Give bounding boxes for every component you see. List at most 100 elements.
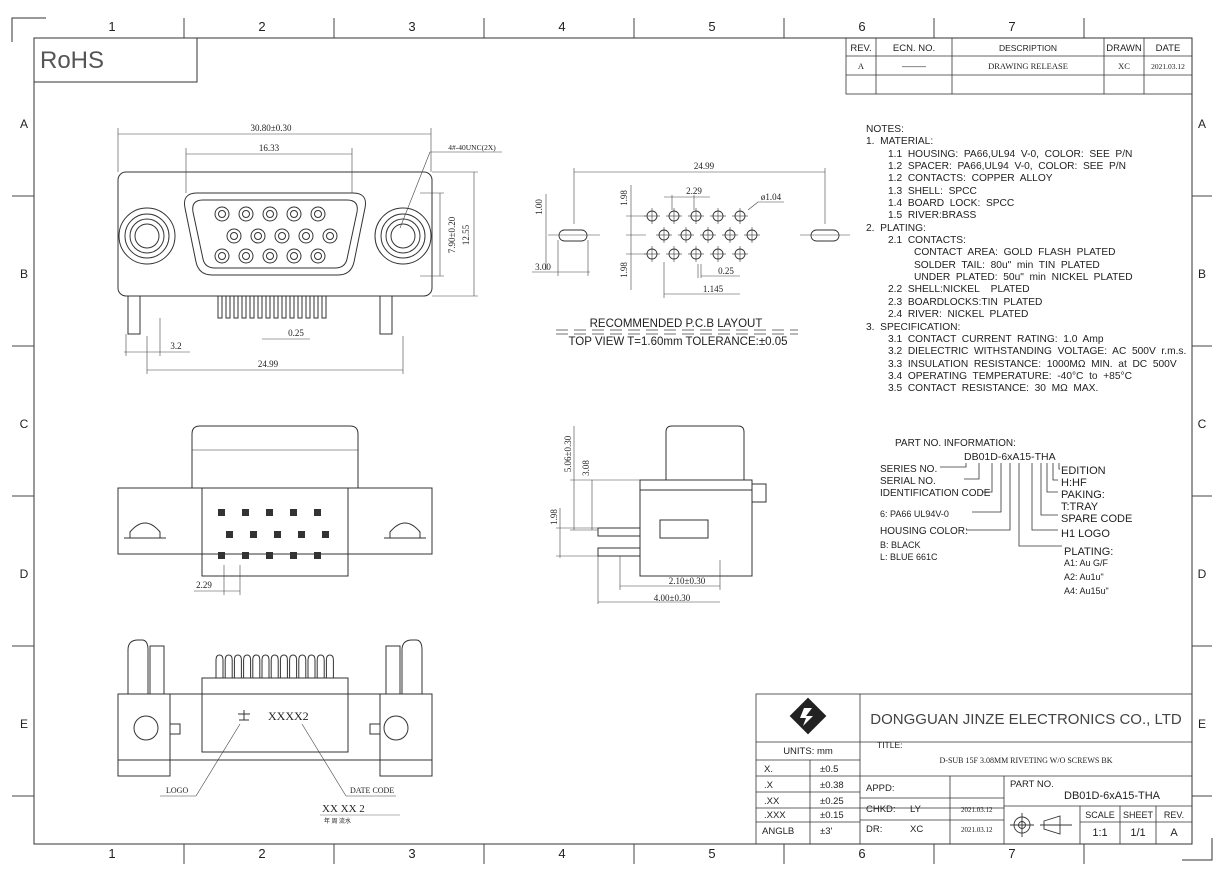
solder-tail bbox=[281, 295, 287, 319]
border-col-label: 7 bbox=[1008, 19, 1015, 34]
dim-total-height: 12.55 bbox=[461, 224, 471, 245]
border-row-label: B bbox=[20, 267, 28, 281]
pcb-pin: 0.25 bbox=[718, 266, 734, 276]
solder-tail bbox=[217, 295, 223, 319]
part-color-blue: L: BLUE 661C bbox=[880, 552, 938, 562]
border-ticks bbox=[12, 18, 1212, 864]
note-line: 3.2 DIELECTRIC WITHSTANDING VOLTAGE: AC … bbox=[888, 346, 1187, 358]
description-value: DRAWING RELEASE bbox=[988, 61, 1068, 71]
title-label: TITLE: bbox=[877, 740, 903, 750]
note-line: 1.2 CONTACTS: COPPER ALLOY bbox=[888, 173, 1053, 185]
pcb-layout-view bbox=[558, 208, 840, 262]
rohs-box: RoHS bbox=[33, 37, 198, 83]
solder-tail bbox=[316, 654, 325, 678]
contact-hole bbox=[262, 248, 278, 264]
bottom-view-logo-icon bbox=[238, 710, 250, 721]
revision-table bbox=[845, 37, 1193, 95]
contact-hole bbox=[238, 206, 254, 222]
pcb-layout-caption: RECOMMENDED P.C.B LAYOUT TOP VIEW T=1.60… bbox=[556, 318, 798, 348]
face-contact bbox=[290, 509, 297, 516]
date-code-format: XX XX 2 bbox=[322, 803, 365, 815]
projection-symbol-icon bbox=[1010, 813, 1072, 837]
solder-tail bbox=[265, 295, 271, 319]
face-contact bbox=[218, 509, 225, 516]
pcb-hole: ø1.04 bbox=[761, 192, 782, 202]
border-col-label: 1 bbox=[108, 846, 115, 861]
note-line: SOLDER TAIL: 80u" min TIN PLATED bbox=[914, 259, 1100, 271]
contact-hole-inner bbox=[266, 210, 274, 218]
pcb-row1: 1.98 bbox=[619, 190, 629, 206]
tol-2-value: ±0.25 bbox=[820, 796, 844, 807]
company-logo bbox=[789, 697, 827, 735]
contact-hole bbox=[298, 228, 314, 244]
front-view-dims bbox=[117, 128, 502, 374]
solder-tail bbox=[307, 654, 316, 678]
sheet-border bbox=[11, 17, 1213, 861]
side-depth-2: 4.00±0.30 bbox=[654, 593, 691, 603]
part-serial: SERIAL NO. bbox=[880, 476, 936, 487]
dim-thread: 4#-40UNC(2X) bbox=[448, 143, 496, 152]
pcb-slot-length: 3.00 bbox=[535, 262, 551, 272]
note-line: 3.3 INSULATION RESISTANCE: 1000MΩ MIN. a… bbox=[888, 358, 1177, 370]
contact-hole-inner bbox=[326, 232, 334, 240]
contact-hole-inner bbox=[218, 252, 226, 260]
contact-hole-inner bbox=[314, 252, 322, 260]
part-tray: T:TRAY bbox=[1061, 501, 1099, 513]
note-line: 2.1 CONTACTS: bbox=[888, 235, 966, 247]
sheet-value: 1/1 bbox=[1130, 827, 1145, 839]
solder-tail bbox=[289, 654, 298, 678]
ecn-header: ECN. NO. bbox=[893, 43, 935, 54]
revision-table-text: REV. ECN. NO. DESCRIPTION DRAWN DATE A —… bbox=[850, 43, 1185, 71]
chkd-by: LY bbox=[910, 804, 922, 815]
border-col-label: 3 bbox=[408, 846, 415, 861]
contact-hole bbox=[310, 248, 326, 264]
face-contact bbox=[242, 552, 249, 559]
contact-hole-inner bbox=[266, 252, 274, 260]
solder-tail bbox=[249, 295, 255, 319]
front-view-dim-text: 30.80±0.30 16.33 4#-40UNC(2X) 7.90±0.20 … bbox=[170, 123, 496, 369]
border-col-label: 4 bbox=[558, 19, 565, 34]
border-col-label: 2 bbox=[258, 846, 265, 861]
face-contact bbox=[266, 509, 273, 516]
border-col-label: 7 bbox=[1008, 846, 1015, 861]
pcb-layout-subtitle: TOP VIEW T=1.60mm TOLERANCE:±0.05 bbox=[568, 336, 787, 348]
face-view-dims bbox=[194, 565, 241, 595]
contact-hole bbox=[262, 206, 278, 222]
face-contact bbox=[266, 552, 273, 559]
tol-angle-label: ANGLB bbox=[762, 826, 794, 837]
dim-pin-offset: 3.2 bbox=[170, 341, 181, 351]
contact-hole bbox=[286, 248, 302, 264]
note-line: 1.4 BOARD LOCK: SPCC bbox=[888, 198, 1015, 210]
note-line: 2.3 BOARDLOCKS:TIN PLATED bbox=[888, 296, 1043, 308]
bottom-view-leaders bbox=[160, 723, 400, 816]
border-row-label: E bbox=[20, 717, 28, 731]
border-row-label: C bbox=[20, 417, 29, 431]
part-logo: H1 LOGO bbox=[1061, 528, 1110, 540]
rev-value: A bbox=[858, 61, 865, 71]
solder-tail bbox=[252, 654, 261, 678]
border-row-label: D bbox=[20, 567, 29, 581]
solder-tail bbox=[233, 295, 239, 319]
part-no-value: DB01D-6xA15-THA bbox=[1064, 790, 1161, 802]
bottom-marking: XXXX2 bbox=[268, 709, 309, 723]
border-col-label: 6 bbox=[858, 846, 865, 861]
side-view-dim-text: 5.06±0.30 3.08 1.98 2.10±0.30 4.00±0.30 bbox=[549, 435, 706, 603]
pcb-slot-width: 1.00 bbox=[534, 199, 544, 215]
note-line: CONTACT AREA: GOLD FLASH PLATED bbox=[914, 247, 1116, 259]
company-name: DONGGUAN JINZE ELECTRONICS CO., LTD bbox=[870, 711, 1182, 728]
solder-tail bbox=[241, 295, 247, 319]
part-color-black: B: BLACK bbox=[880, 540, 921, 550]
face-contact bbox=[250, 531, 257, 538]
border-col-label: 2 bbox=[258, 19, 265, 34]
border-row-label: D bbox=[1198, 567, 1207, 581]
chkd-date: 2021.03.12 bbox=[961, 806, 993, 814]
rev-value-block: A bbox=[1170, 827, 1178, 839]
contact-hole bbox=[322, 228, 338, 244]
dr-date: 2021.03.12 bbox=[961, 826, 993, 834]
solder-tail bbox=[270, 654, 279, 678]
front-view bbox=[117, 171, 433, 335]
drawn-header: DRAWN bbox=[1106, 43, 1142, 54]
tol-x-value: ±0.5 bbox=[820, 764, 838, 775]
border-col-label: 5 bbox=[708, 19, 715, 34]
notes-block: NOTES:1. MATERIAL:1.1 HOUSING: PA66,UL94… bbox=[866, 124, 1196, 396]
